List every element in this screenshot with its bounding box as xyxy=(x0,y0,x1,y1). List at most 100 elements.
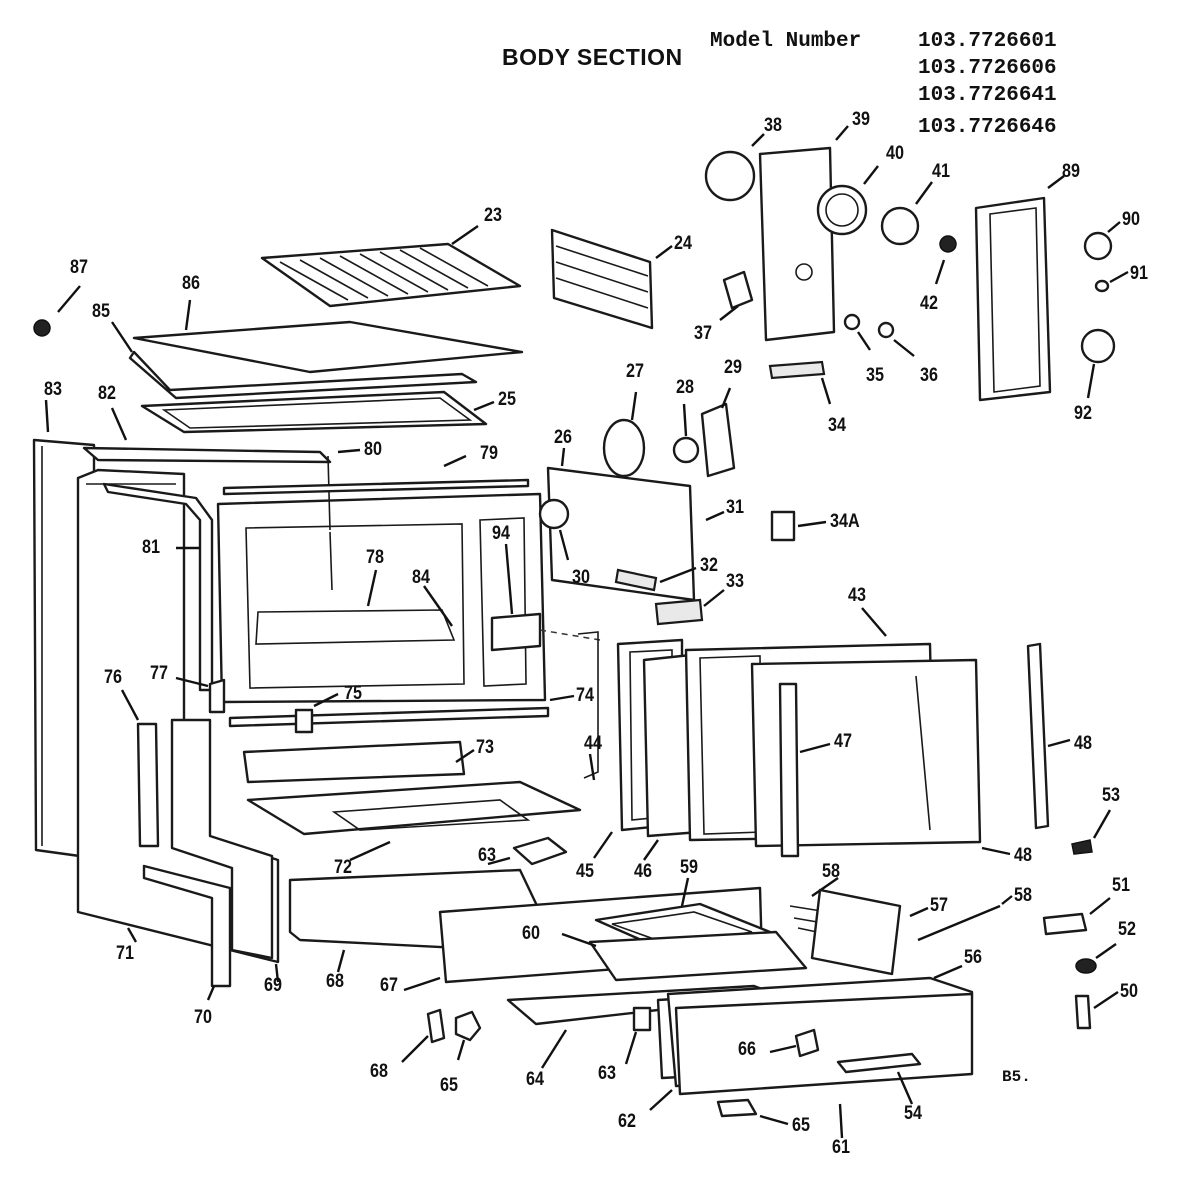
callout-76: 76 xyxy=(104,667,122,688)
callout-69-bottom: 68 xyxy=(326,971,344,992)
part-91-part xyxy=(1094,279,1110,293)
callout-84: 84 xyxy=(412,567,430,588)
callout-73: 73 xyxy=(476,737,494,758)
sheet-code: B5. xyxy=(1002,1068,1031,1086)
callout-26: 26 xyxy=(554,427,572,448)
callout-78: 78 xyxy=(366,547,384,568)
callout-28: 28 xyxy=(676,377,694,398)
part-94-hinge xyxy=(490,612,542,652)
part-75-clip xyxy=(294,708,314,734)
model-number-3: 103.7726641 xyxy=(918,84,1057,107)
part-48-trim xyxy=(1026,642,1050,830)
callout-70: 70 xyxy=(194,1007,212,1028)
part-92-knob xyxy=(1080,328,1116,364)
callout-67: 67 xyxy=(380,975,398,996)
part-86-top-panel xyxy=(132,320,524,374)
part-54-handle xyxy=(836,1052,922,1074)
model-number-2: 103.7726606 xyxy=(918,57,1057,80)
callout-32: 32 xyxy=(700,555,718,576)
callout-68: 68 xyxy=(370,1061,388,1082)
part-57-panel xyxy=(810,888,902,976)
callout-72: 72 xyxy=(334,857,352,878)
part-35-knob xyxy=(843,313,861,331)
part-41-dial xyxy=(880,206,920,246)
part-24-vent xyxy=(550,228,654,330)
diagram-title: BODY SECTION xyxy=(502,44,683,70)
callout-57: 57 xyxy=(930,895,948,916)
part-30-knob xyxy=(538,498,570,530)
part-36-knob xyxy=(877,321,895,339)
part-65-clip xyxy=(716,1098,758,1118)
callout-29: 29 xyxy=(724,357,742,378)
callout-33: 33 xyxy=(726,571,744,592)
part-70-strip xyxy=(142,864,232,988)
part-73-tray xyxy=(242,740,466,784)
part-82-top-frame xyxy=(82,446,332,464)
callout-53: 53 xyxy=(1102,785,1120,806)
part-38-timer xyxy=(704,150,756,202)
callout-75: 75 xyxy=(344,683,362,704)
callout-71: 71 xyxy=(116,943,134,964)
callout-60: 60 xyxy=(522,923,540,944)
part-37-part xyxy=(722,270,754,310)
callout-74: 74 xyxy=(576,685,594,706)
part-89-trim xyxy=(974,196,1052,402)
part-53-part xyxy=(1071,839,1093,855)
part-61-drawer-front xyxy=(674,992,974,1096)
part-42-knob xyxy=(939,235,957,253)
model-number-1: 103.7726601 xyxy=(918,30,1057,53)
callout-34: 34 xyxy=(828,415,846,436)
callout-54: 54 xyxy=(904,1103,922,1124)
callout-65-left: 65 xyxy=(440,1075,458,1096)
part-40-clock xyxy=(816,184,868,236)
part-81-frame xyxy=(102,482,214,692)
callout-30: 30 xyxy=(572,567,590,588)
part-33-part xyxy=(654,598,704,626)
callout-81: 81 xyxy=(142,537,160,558)
part-52-nut xyxy=(1075,958,1097,974)
callout-65-right: 65 xyxy=(792,1115,810,1136)
part-69-side-trim xyxy=(170,718,274,960)
callout-50: 50 xyxy=(1120,981,1138,1002)
callout-24: 24 xyxy=(674,233,692,254)
callout-59: 59 xyxy=(680,857,698,878)
callout-80: 80 xyxy=(364,439,382,460)
callout-42: 42 xyxy=(920,293,938,314)
callout-77: 77 xyxy=(150,663,168,684)
part-63-clip xyxy=(632,1006,652,1032)
callout-36: 36 xyxy=(920,365,938,386)
callout-86: 86 xyxy=(182,273,200,294)
callout-39: 39 xyxy=(852,109,870,130)
callout-38: 38 xyxy=(764,115,782,136)
callout-92: 92 xyxy=(1074,403,1092,424)
part-66-clip xyxy=(426,1008,446,1044)
part-60-pan xyxy=(588,930,808,982)
callout-94: 94 xyxy=(492,523,510,544)
callout-37: 37 xyxy=(694,323,712,344)
callout-82: 82 xyxy=(98,383,116,404)
callout-55: 58 xyxy=(1014,885,1032,906)
callout-61: 61 xyxy=(832,1137,850,1158)
callout-66-right: 66 xyxy=(738,1039,756,1060)
part-48-door-glass xyxy=(750,658,982,848)
part-44-wire xyxy=(577,631,599,779)
model-number-4: 103.7726646 xyxy=(918,116,1057,139)
callout-64: 64 xyxy=(526,1069,544,1090)
part-87-screw xyxy=(33,319,51,337)
part-77-part xyxy=(208,678,226,714)
part-28-part xyxy=(672,436,700,464)
part-76-strip xyxy=(136,722,160,848)
callout-90: 90 xyxy=(1122,209,1140,230)
part-50-bolt xyxy=(1074,994,1092,1030)
part-23-oven-rack xyxy=(260,242,522,308)
callout-89: 89 xyxy=(1062,161,1080,182)
callout-91: 91 xyxy=(1130,263,1148,284)
part-47-handle xyxy=(778,682,800,858)
callout-47: 47 xyxy=(834,731,852,752)
part-72-oven-bottom xyxy=(246,780,582,836)
part-34a-part xyxy=(770,510,796,542)
callout-63-upper: 63 xyxy=(478,845,496,866)
part-66-roller xyxy=(794,1028,820,1058)
callout-41: 41 xyxy=(932,161,950,182)
